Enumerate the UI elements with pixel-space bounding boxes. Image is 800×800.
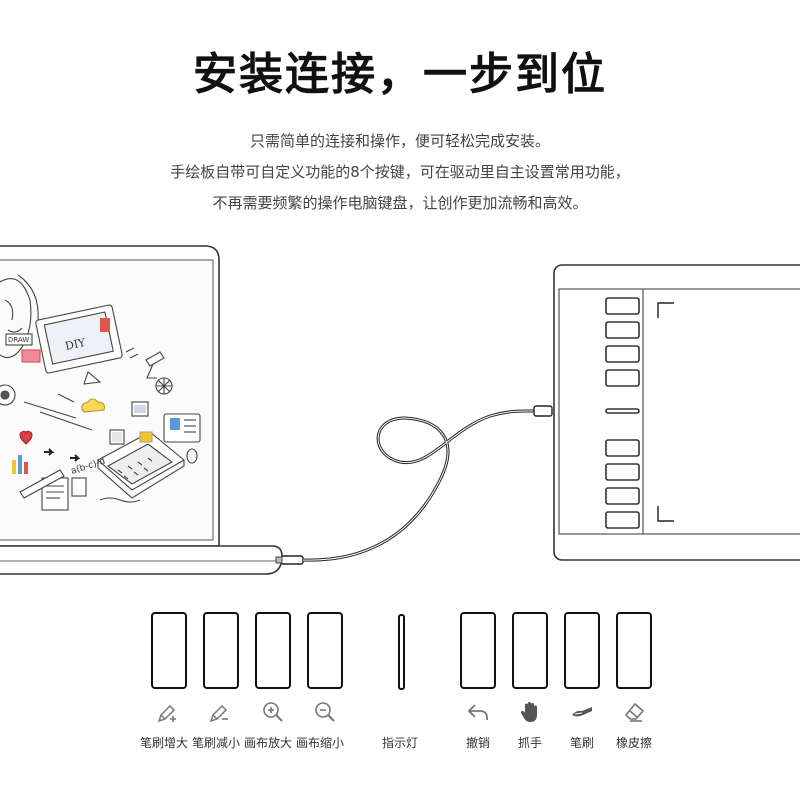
key-label: 橡皮擦 [615,736,652,750]
page-title: 安装连接，一步到位 [193,49,607,100]
brush-icon [572,707,592,717]
usb-cable [275,405,553,565]
description-line-3: 不再需要频繁的操作电脑键盘，让创作更加流畅和高效。 [212,194,588,212]
key-label: 笔刷减小 [191,736,240,750]
key-label: 抓手 [517,736,542,750]
pen-plus-icon [157,704,176,723]
key-label: 指示灯 [381,736,418,750]
laptop-screen-doodles: a(b-c)-d DRAW DIY [0,274,201,511]
shortcut-keys: 笔刷增大 笔刷减小 画布放大 画布缩小 指示灯 撤销 抓手 笔刷 橡皮擦 [0,612,800,792]
key-label: 画布放大 [243,736,292,750]
svg-text:DRAW: DRAW [8,336,29,344]
indicator-light [398,614,405,690]
description-line-2: 手绘板自带可自定义功能的8个按键，可在驱动里自主设置常用功能， [170,163,630,181]
description-line-1: 只需简单的连接和操作，便可轻松完成安装。 [249,132,550,150]
svg-text:DIY: DIY [64,336,87,353]
hand-icon [520,702,537,722]
pen-minus-icon [209,704,228,723]
zoom-in-icon [263,702,283,722]
eraser-icon [624,702,645,722]
undo-icon [467,704,488,720]
description: 只需简单的连接和操作，便可轻松完成安装。 手绘板自带可自定义功能的8个按键，可在… [0,126,800,219]
key-label: 笔刷增大 [139,736,188,750]
drawing-tablet [553,264,800,561]
key-label: 笔刷 [569,736,594,750]
connection-illustration: a(b-c)-d DRAW DIY [0,245,800,575]
zoom-out-icon [315,702,335,722]
key-label: 撤销 [465,736,490,750]
key-label: 画布缩小 [295,736,344,750]
